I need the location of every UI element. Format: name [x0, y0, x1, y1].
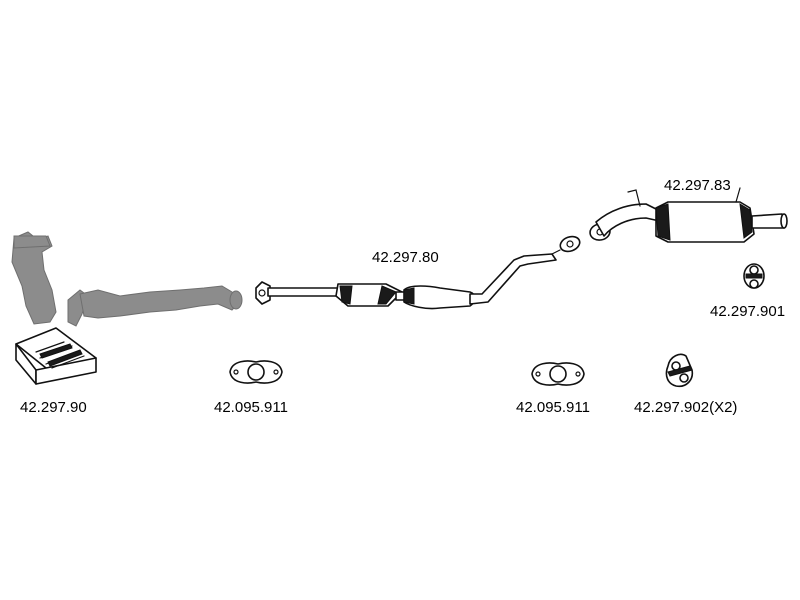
rear-hanger-drawing [743, 263, 765, 289]
middle-gasket-drawing [531, 362, 585, 386]
rear-silencer-drawing [589, 187, 788, 243]
manifold-kit-box-drawing [15, 327, 97, 385]
label-middle-pipe: 42.297.80 [372, 249, 439, 266]
label-manifold-kit: 42.297.90 [20, 399, 87, 416]
label-rubber-mount: 42.297.902(X2) [634, 399, 737, 416]
middle-pipe-drawing [255, 235, 581, 310]
front-gasket-drawing [229, 360, 283, 384]
rubber-mount-drawing [665, 353, 694, 388]
label-middle-gasket: 42.095.911 [516, 399, 590, 416]
label-rear-hanger: 42.297.901 [710, 303, 785, 320]
label-front-gasket: 42.095.911 [214, 399, 288, 416]
label-rear-silencer: 42.297.83 [664, 177, 731, 194]
front-manifold-drawing [11, 231, 243, 327]
